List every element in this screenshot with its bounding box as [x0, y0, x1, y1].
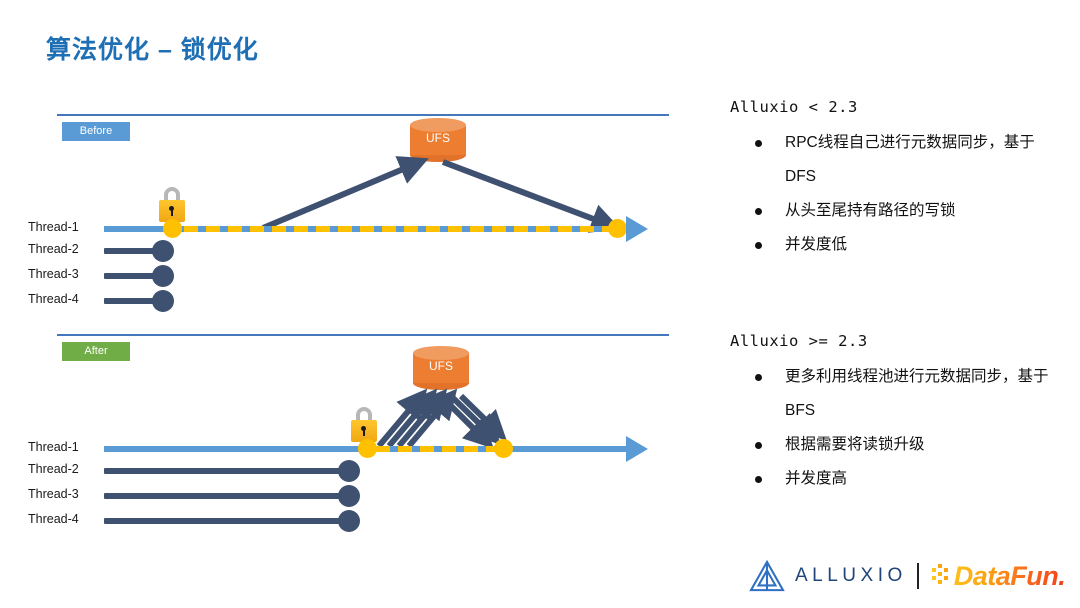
ufs-sync-arrows-before	[261, 156, 621, 233]
thread-label-3: Thread-3	[28, 267, 79, 281]
timeline-arrowhead	[626, 216, 648, 242]
footer-logo-bar: ALLUXIO DataFun.	[748, 556, 1066, 596]
thread-line-4	[104, 518, 352, 524]
thread-knob-2	[338, 460, 360, 482]
lock-icon-before	[158, 187, 186, 223]
thread-label-4: Thread-4	[28, 292, 79, 306]
list-item: 并发度高	[730, 462, 1060, 496]
cylinder-top	[413, 346, 469, 360]
thread-label-1: Thread-1	[28, 220, 79, 234]
list-item: 更多利用线程池进行元数据同步，基于BFS	[730, 360, 1060, 428]
thread-label-1: Thread-1	[28, 440, 79, 454]
status-badge-before: Before	[62, 122, 130, 141]
thread-knob-4	[152, 290, 174, 312]
thread-line-3	[104, 493, 352, 499]
datafun-wordmark: DataFun.	[953, 560, 1066, 591]
datafun-dots-icon	[931, 564, 948, 584]
bullet-dot-icon	[755, 140, 762, 147]
ufs-cylinder-after: UFS	[413, 346, 469, 390]
cylinder-top	[410, 118, 466, 132]
thread-knob-3	[152, 265, 174, 287]
thread-knob-3	[338, 485, 360, 507]
ufs-label: UFS	[429, 359, 453, 373]
lock-shackle	[164, 187, 180, 203]
alluxio-wordmark: ALLUXIO	[795, 565, 907, 586]
list-item-text: 从头至尾持有路径的写锁	[785, 202, 956, 219]
timeline-locked-segment	[376, 446, 508, 452]
timeline-locked-segment	[184, 226, 618, 232]
panel-divider-line	[57, 334, 669, 336]
lock-icon-after	[350, 407, 378, 443]
list-item: 从头至尾持有路径的写锁	[730, 194, 1060, 228]
timeline-node-end	[494, 439, 513, 458]
timeline-arrowhead	[626, 436, 648, 462]
ufs-parallel-arrows-after	[376, 388, 507, 449]
timeline-node-start	[163, 219, 182, 238]
diagram-panel-after: After UFS Thread-1 Thread-2	[0, 320, 700, 560]
list-item: 并发度低	[730, 228, 1060, 262]
timeline-free-segment-left	[104, 446, 376, 452]
logo-divider	[916, 563, 919, 589]
thread-label-2: Thread-2	[28, 242, 79, 256]
list-item: RPC线程自己进行元数据同步，基于DFS	[730, 126, 1060, 194]
list-item-text: 更多利用线程池进行元数据同步，基于BFS	[785, 368, 1049, 419]
notes-block-before: Alluxio < 2.3 RPC线程自己进行元数据同步，基于DFS 从头至尾持…	[730, 98, 1060, 262]
thread-line-2	[104, 468, 352, 474]
thread-knob-4	[338, 510, 360, 532]
lock-keyhole	[361, 426, 366, 436]
diagram-panel-before: Before UFS Thread-1 Thread-2 Thread-3 Th…	[0, 100, 700, 340]
list-item-text: RPC线程自己进行元数据同步，基于DFS	[785, 134, 1035, 185]
bullet-dot-icon	[755, 476, 762, 483]
ufs-cylinder-before: UFS	[410, 118, 466, 162]
notes-heading-before: Alluxio < 2.3	[730, 98, 858, 116]
status-badge-after: After	[62, 342, 130, 361]
thread-label-4: Thread-4	[28, 512, 79, 526]
thread-line-2	[104, 248, 166, 254]
alluxio-logo-icon	[749, 560, 785, 592]
list-item-text: 并发度低	[785, 236, 848, 253]
timeline-node-start	[358, 439, 377, 458]
notes-block-after: Alluxio >= 2.3 更多利用线程池进行元数据同步，基于BFS 根据需要…	[730, 332, 1060, 496]
thread-label-3: Thread-3	[28, 487, 79, 501]
bullet-dot-icon	[755, 208, 762, 215]
timeline-free-segment	[104, 226, 184, 232]
list-item: 根据需要将读锁升级	[730, 428, 1060, 462]
bullet-dot-icon	[755, 374, 762, 381]
bullet-dot-icon	[755, 442, 762, 449]
notes-bullet-list-before: RPC线程自己进行元数据同步，基于DFS 从头至尾持有路径的写锁 并发度低	[730, 126, 1060, 262]
panel-divider-line	[57, 114, 669, 116]
page-title: 算法优化 – 锁优化	[46, 36, 259, 64]
lock-keyhole	[169, 206, 174, 216]
ufs-label: UFS	[426, 131, 450, 145]
thread-knob-2	[152, 240, 174, 262]
timeline-free-segment-right	[508, 446, 628, 452]
list-item-text: 并发度高	[785, 470, 848, 487]
notes-bullet-list-after: 更多利用线程池进行元数据同步，基于BFS 根据需要将读锁升级 并发度高	[730, 360, 1060, 496]
thread-line-3	[104, 273, 166, 279]
thread-line-4	[104, 298, 166, 304]
notes-heading-after: Alluxio >= 2.3	[730, 332, 868, 350]
list-item-text: 根据需要将读锁升级	[785, 436, 925, 453]
timeline-node-end	[608, 219, 627, 238]
thread-label-2: Thread-2	[28, 462, 79, 476]
bullet-dot-icon	[755, 242, 762, 249]
lock-shackle	[356, 407, 372, 423]
